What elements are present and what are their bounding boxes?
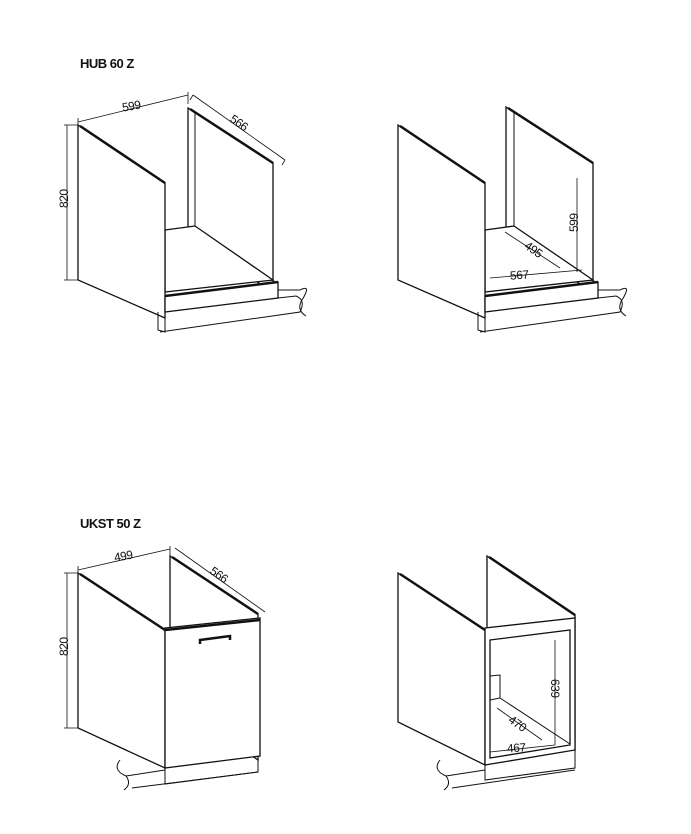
cabinet-title: HUB 60 Z	[80, 56, 134, 71]
floor-line	[477, 287, 627, 333]
inner-width-dimension-line	[489, 269, 583, 279]
inner-width-dimension: 567	[510, 267, 530, 282]
width-dimension-line	[77, 92, 189, 128]
width-dimension: 599	[121, 97, 142, 114]
floor-line	[436, 759, 576, 791]
frame-opening	[489, 629, 571, 759]
inner-width-dimension-line	[489, 744, 556, 753]
ukst50-interior-view: 639 470 467	[397, 554, 576, 791]
door-handle	[198, 634, 232, 644]
ukst50-exterior-view: UKST 50 Z 499 566 820	[57, 516, 266, 791]
depth-dimension: 566	[227, 112, 251, 135]
floor-line	[157, 287, 307, 333]
height-dimension-line	[64, 572, 78, 729]
width-dimension: 499	[113, 547, 134, 564]
inner-width-dimension: 467	[507, 740, 527, 755]
height-dimension: 820	[57, 189, 71, 208]
hub60-interior-view: 599 495 567	[397, 105, 627, 333]
hub60-exterior-view: HUB 60 Z 599 566 820	[57, 56, 307, 333]
height-dimension: 820	[57, 637, 71, 656]
inner-height-dimension: 639	[548, 679, 562, 698]
inner-depth-dimension-line	[496, 707, 543, 741]
plinth	[484, 750, 576, 781]
height-dimension-line	[64, 124, 78, 281]
bottom-edge	[489, 674, 571, 745]
width-dimension-line	[77, 546, 171, 576]
inner-depth-dimension-line	[504, 231, 561, 269]
depth-dimension-line	[189, 94, 286, 166]
cabinet-title: UKST 50 Z	[80, 516, 141, 531]
door	[164, 617, 261, 769]
inner-height-dimension: 599	[567, 213, 581, 232]
floor-line	[116, 759, 259, 791]
depth-dimension-line	[174, 547, 266, 613]
